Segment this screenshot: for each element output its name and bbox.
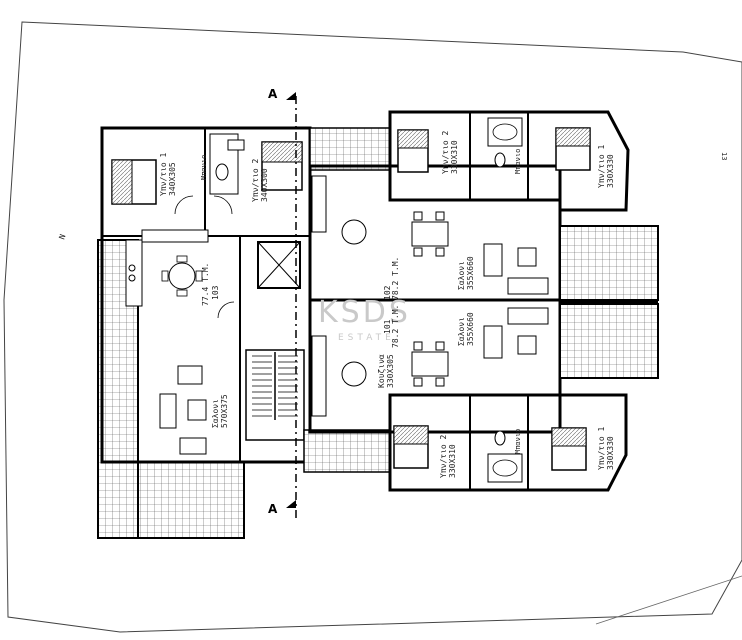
section-marker-top: A [268, 87, 278, 101]
lr-bath-name: Μπανιο [514, 429, 522, 454]
section-marker-bottom: A [268, 502, 278, 516]
apartment-101-area: 78.2 T.M. [391, 305, 400, 348]
lr-bed2-name: Υπν/τιο 2 [439, 434, 448, 478]
ur-bed2-size: 330X310 [450, 140, 459, 174]
watermark-logo: KSDS [318, 295, 411, 330]
apartment-102-number: 102 [383, 285, 392, 300]
left-bed2-name: Υπν/τιο 2 [251, 158, 260, 202]
right-terrace-lower [559, 303, 659, 379]
lr-bed1-size: 330X330 [606, 436, 615, 470]
apartment-102-area: 78.2 T.M. [391, 257, 400, 300]
left-salon-name: Σαλονι [211, 399, 220, 428]
left-salon-size: 570X375 [220, 394, 229, 428]
lr-salon-name: Σαλονι [457, 317, 466, 346]
lr-kitchen-name: Κουζινα [377, 354, 386, 388]
ur-bed1-name: Υπν/τιο 1 [597, 144, 606, 188]
lr-kitchen-size: 330X305 [386, 354, 395, 388]
plot-boundary [3, 21, 742, 633]
watermark-subtitle: ESTATE [338, 333, 395, 343]
upper-bedroom-wing [388, 110, 630, 212]
left-bed2-size: 340X300 [260, 168, 269, 202]
ur-salon-size: 355X660 [466, 256, 475, 290]
left-bed1-size: 340X305 [168, 162, 177, 196]
left-bath-name: Μπανιο [200, 155, 208, 180]
ur-bed1-size: 330X330 [606, 154, 615, 188]
apartment-103-area: 77.4 T.M. [201, 263, 210, 306]
north-mark: N [57, 233, 67, 241]
edge-mark: 13 [720, 152, 728, 160]
apartment-103-number: 103 [211, 285, 220, 300]
lr-salon-size: 355X660 [466, 312, 475, 346]
apartment-101-number: 101 [383, 319, 392, 334]
ur-bath-name: Μπανιο [514, 149, 522, 174]
lower-bedroom-wing [388, 393, 628, 492]
ur-bed2-name: Υπν/τιο 2 [441, 130, 450, 174]
lr-bed2-size: 330X310 [448, 444, 457, 478]
right-terrace-upper [559, 225, 659, 301]
ur-salon-name: Σαλονι [457, 261, 466, 290]
left-bed1-name: Υπν/τιο 1 [159, 152, 168, 196]
lr-bed1-name: Υπν/τιο 1 [597, 426, 606, 470]
